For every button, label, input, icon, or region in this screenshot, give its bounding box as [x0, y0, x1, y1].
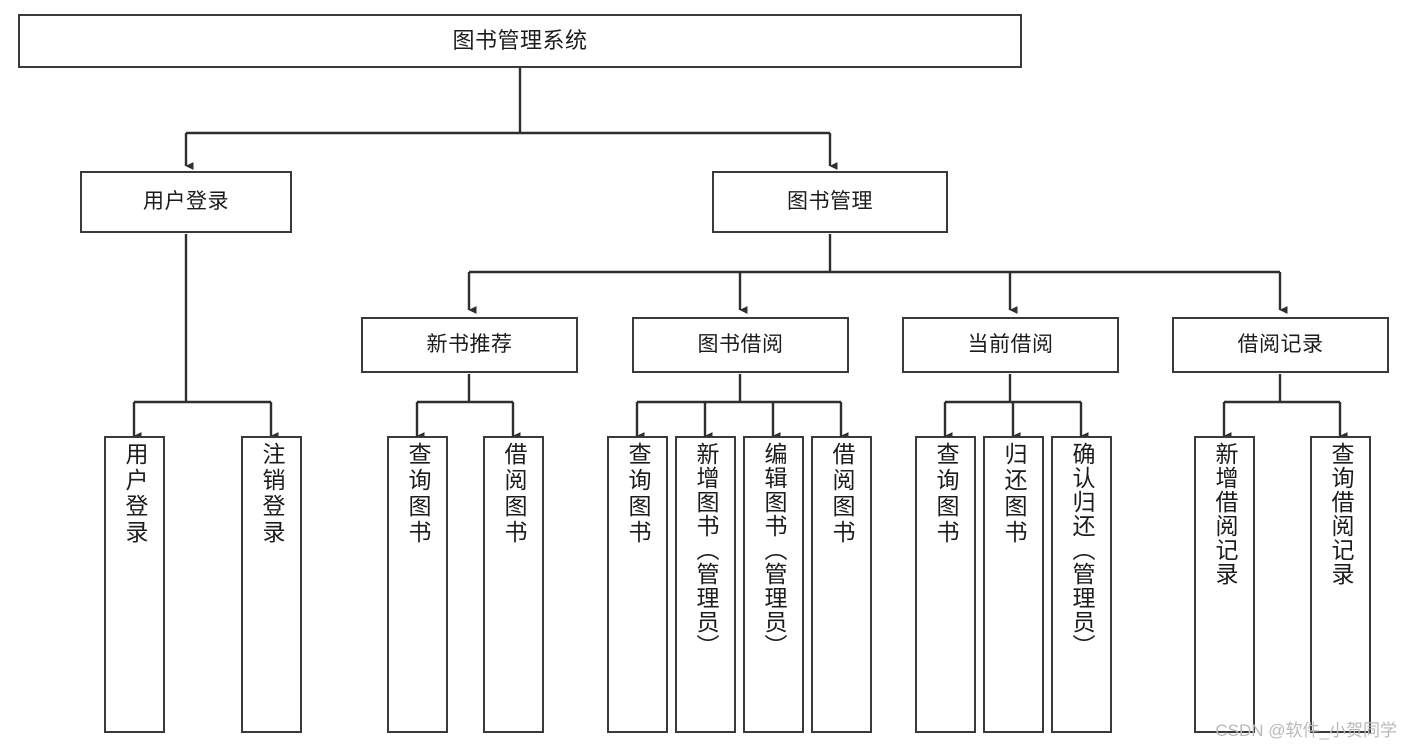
node-label: 查询图书: [625, 442, 651, 546]
leaf-borrow-record-query[interactable]: 查询借阅记录: [1310, 436, 1371, 733]
leaf-user-login-logout[interactable]: 注销登录: [241, 436, 302, 733]
node-label: 归还图书: [1001, 442, 1027, 546]
leaf-book-borrow-query[interactable]: 查询图书: [607, 436, 668, 733]
leaf-book-borrow-borrow[interactable]: 借阅图书: [811, 436, 872, 733]
node-book-borrow[interactable]: 图书借阅: [632, 317, 849, 373]
leaf-current-borrow-return[interactable]: 归还图书: [983, 436, 1044, 733]
leaf-current-borrow-confirm-return[interactable]: 确认归还（管理员）: [1051, 436, 1112, 733]
node-label: 查询借阅记录: [1328, 442, 1354, 586]
node-label: 用户登录: [143, 189, 229, 213]
node-user-login[interactable]: 用户登录: [80, 171, 292, 233]
node-label: 查询图书: [933, 442, 959, 546]
leaf-book-borrow-add[interactable]: 新增图书（管理员）: [675, 436, 736, 733]
leaf-current-borrow-query[interactable]: 查询图书: [915, 436, 976, 733]
node-new-book-recommend[interactable]: 新书推荐: [361, 317, 578, 373]
node-label: 查询图书: [405, 442, 431, 546]
node-label: 借阅图书: [501, 442, 527, 546]
node-label: 新书推荐: [426, 332, 513, 356]
leaf-new-book-query[interactable]: 查询图书: [387, 436, 448, 733]
node-label: 借阅图书: [829, 442, 855, 546]
leaf-user-login-login[interactable]: 用户登录: [104, 436, 165, 733]
csdn-watermark: CSDN @软件_小贺同学: [1215, 721, 1397, 740]
node-label: 编辑图书（管理员）: [761, 442, 787, 658]
node-label: 图书借阅: [697, 332, 784, 356]
node-label: 借阅记录: [1237, 332, 1324, 356]
node-label: 图书管理系统: [452, 28, 588, 54]
node-label: 图书管理: [787, 189, 873, 213]
node-label: 注销登录: [259, 442, 285, 546]
leaf-book-borrow-edit[interactable]: 编辑图书（管理员）: [743, 436, 804, 733]
node-borrow-record[interactable]: 借阅记录: [1172, 317, 1389, 373]
node-current-borrow[interactable]: 当前借阅: [902, 317, 1119, 373]
node-label: 确认归还（管理员）: [1069, 442, 1095, 658]
node-label: 当前借阅: [967, 332, 1054, 356]
node-label: 新增图书（管理员）: [693, 442, 719, 658]
leaf-borrow-record-add[interactable]: 新增借阅记录: [1194, 436, 1255, 733]
node-book-management[interactable]: 图书管理: [712, 171, 948, 233]
node-label: 新增借阅记录: [1212, 442, 1238, 586]
node-root-system[interactable]: 图书管理系统: [18, 14, 1022, 68]
leaf-new-book-borrow[interactable]: 借阅图书: [483, 436, 544, 733]
node-label: 用户登录: [122, 442, 148, 546]
